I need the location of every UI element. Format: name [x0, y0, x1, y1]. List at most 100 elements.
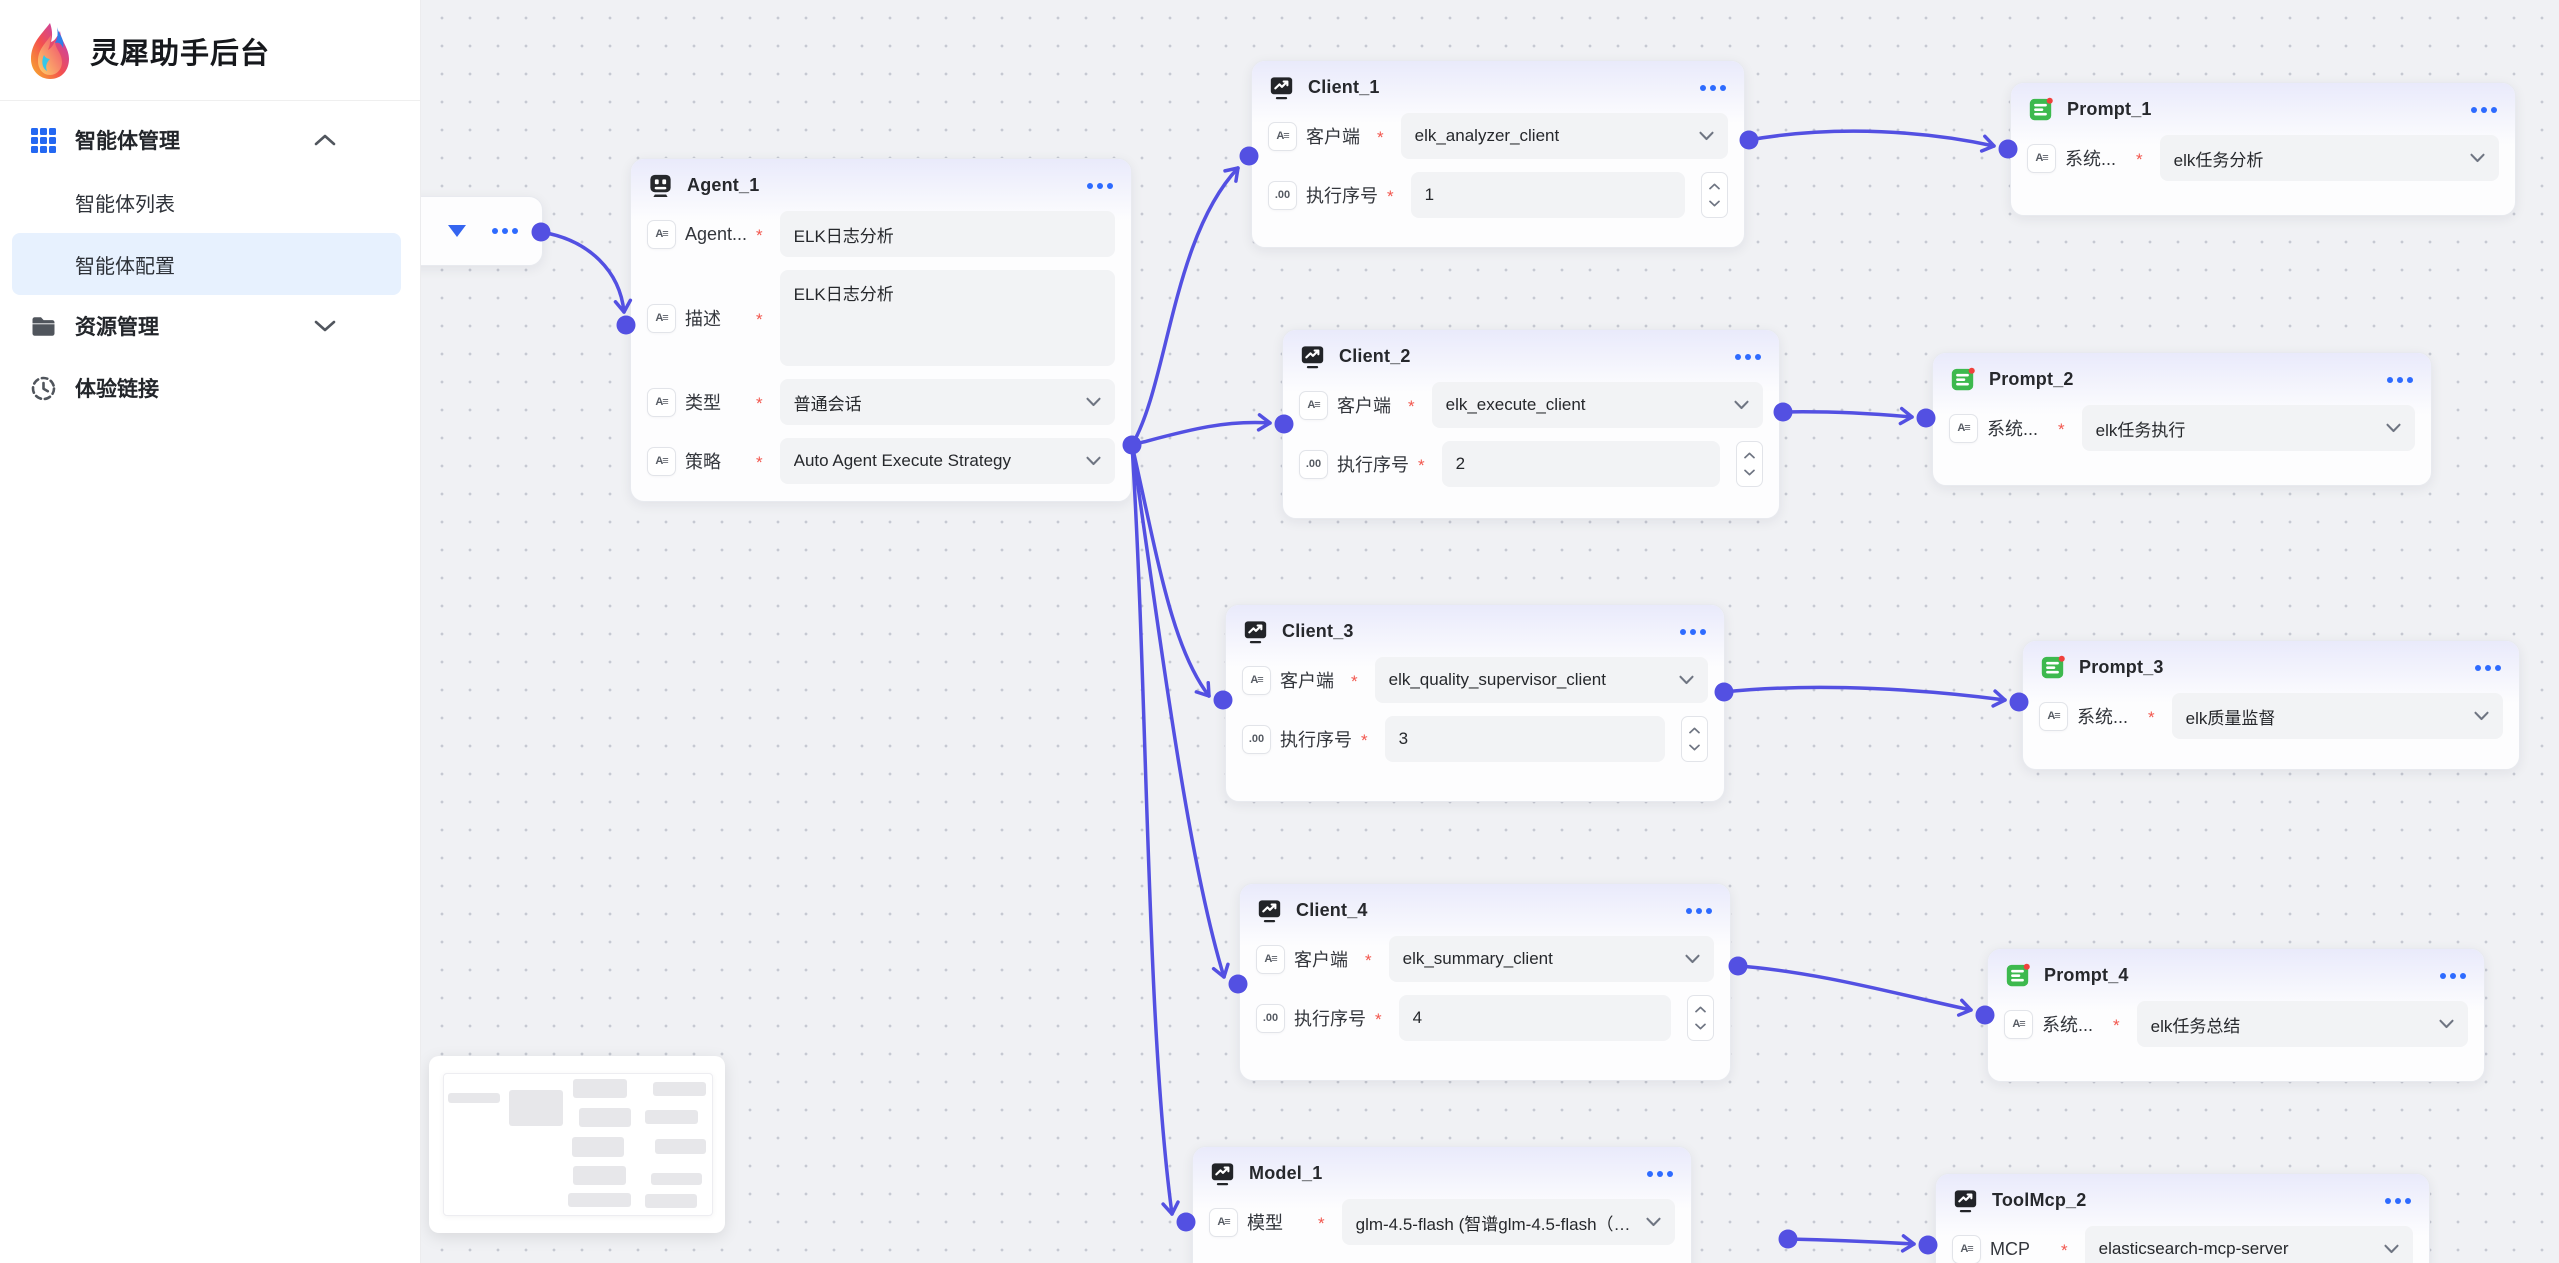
field-input[interactable]: ELK日志分析	[779, 211, 1115, 257]
field-select-[interactable]: 普通会话	[779, 379, 1115, 425]
field-number-input[interactable]: 2	[1441, 441, 1720, 487]
field-number-input[interactable]: 3	[1384, 716, 1665, 762]
number-stepper[interactable]	[1687, 995, 1714, 1041]
text-field-icon: A≡	[647, 446, 676, 476]
number-stepper[interactable]	[1681, 716, 1708, 762]
node-menu-button[interactable]	[1647, 1167, 1673, 1181]
field-label: 模型	[1247, 1213, 1283, 1233]
collapse-triangle-icon[interactable]	[448, 225, 466, 237]
field-select-[interactable]: elk_analyzer_client	[1400, 113, 1728, 159]
edge-model_1-toolmcp_2[interactable]	[1786, 1234, 1916, 1253]
edge-client_3-prompt_3[interactable]	[1722, 685, 2007, 708]
field-select-mcp[interactable]: elasticsearch-mcp-server	[2084, 1226, 2413, 1263]
field-textarea[interactable]: ELK日志分析	[779, 270, 1115, 366]
sidebar-item-resource-management[interactable]: 资源管理	[12, 295, 356, 357]
number-stepper[interactable]	[1701, 172, 1728, 218]
node-menu-button[interactable]	[1686, 904, 1712, 918]
node-menu-button[interactable]	[2385, 1194, 2411, 1208]
edge-client_2-prompt_2[interactable]	[1781, 406, 1914, 426]
node-menu-button[interactable]	[1700, 81, 1726, 95]
text-field-icon: A≡	[1952, 1234, 1981, 1263]
field-row-: A≡系统...*elk质量监督	[2039, 693, 2503, 739]
field-select-[interactable]: Auto Agent Execute Strategy	[779, 438, 1115, 484]
stepper-up-icon[interactable]	[1695, 1006, 1706, 1013]
field-select-[interactable]: elk_execute_client	[1431, 382, 1763, 428]
node-title: Prompt_1	[2067, 99, 2152, 119]
toolmcp-icon	[1952, 1187, 1979, 1214]
node-body: A≡系统...*elk质量监督	[2023, 690, 2519, 753]
node-menu-button[interactable]	[2440, 969, 2466, 983]
stepper-down-icon[interactable]	[1744, 469, 1755, 476]
minimap-node-10	[651, 1173, 702, 1185]
edge-start-agent_1[interactable]	[539, 230, 633, 314]
minimap-node-6	[568, 1193, 631, 1207]
field-select-[interactable]: elk_quality_supervisor_client	[1374, 657, 1708, 703]
required-asterisk: *	[2058, 419, 2065, 439]
field-select-[interactable]: glm-4.5-flash (智谱glm-4.5-flash（无限制））	[1341, 1199, 1675, 1245]
field-select-[interactable]: elk质量监督	[2171, 693, 2503, 739]
node-menu-button[interactable]	[2475, 661, 2501, 675]
stepper-down-icon[interactable]	[1695, 1023, 1706, 1030]
port-client_4-out[interactable]	[1728, 956, 1748, 976]
node-start[interactable]	[420, 196, 543, 266]
field-select-[interactable]: elk任务执行	[2081, 405, 2415, 451]
node-body: A≡系统...*elk任务执行	[1933, 402, 2431, 465]
field-row-: A≡系统...*elk任务总结	[2004, 1001, 2468, 1047]
edge-client_4-prompt_4[interactable]	[1736, 964, 1973, 1017]
stepper-up-icon[interactable]	[1744, 452, 1755, 459]
node-header: Client_4	[1240, 884, 1730, 933]
field-select-value: elasticsearch-mcp-server	[2098, 1239, 2289, 1258]
edge-agent_1-model_1[interactable]	[1130, 443, 1180, 1216]
stepper-down-icon[interactable]	[1709, 200, 1720, 207]
stepper-up-icon[interactable]	[1709, 183, 1720, 190]
edge-agent_1-client_1[interactable]	[1130, 166, 1240, 447]
stepper-up-icon[interactable]	[1689, 727, 1700, 734]
client-icon	[1256, 897, 1283, 924]
edge-agent_1-client_3[interactable]	[1130, 443, 1211, 698]
node-menu-button[interactable]	[492, 224, 518, 238]
node-menu-button[interactable]	[1087, 179, 1113, 193]
edge-client_1-prompt_1[interactable]	[1747, 129, 1996, 153]
required-asterisk: *	[1318, 1213, 1325, 1233]
sidebar-item-agent-list[interactable]: 智能体列表	[12, 171, 401, 233]
sidebar-item-agent-config[interactable]: 智能体配置	[12, 233, 401, 295]
field-number-input[interactable]: 4	[1398, 995, 1671, 1041]
required-asterisk: *	[756, 393, 763, 413]
chevron-down-icon	[1691, 131, 1714, 141]
number-stepper[interactable]	[1736, 441, 1763, 487]
node-header: Client_1	[1252, 61, 1744, 110]
node-menu-button[interactable]	[2471, 103, 2497, 117]
chevron-down-icon	[314, 319, 336, 333]
port-model_1-out[interactable]	[1778, 1229, 1798, 1249]
minimap[interactable]	[429, 1056, 725, 1233]
chevron-down-icon	[2431, 1019, 2454, 1029]
field-select-[interactable]: elk任务总结	[2136, 1001, 2468, 1047]
stepper-down-icon[interactable]	[1689, 744, 1700, 751]
field-select-[interactable]: elk任务分析	[2159, 135, 2499, 181]
field-number-value: 3	[1398, 729, 1409, 748]
sidebar-item-experience-links[interactable]: 体验链接	[12, 357, 356, 419]
edge-agent_1-client_4[interactable]	[1130, 443, 1230, 979]
field-number-input[interactable]: 1	[1410, 172, 1685, 218]
node-menu-button[interactable]	[1680, 625, 1706, 639]
field-select-[interactable]: elk_summary_client	[1388, 936, 1714, 982]
node-menu-button[interactable]	[1735, 350, 1761, 364]
node-menu-button[interactable]	[2387, 373, 2413, 387]
edge-agent_1-client_2[interactable]	[1130, 413, 1272, 447]
sidebar-item-agent-management[interactable]: 智能体管理	[12, 109, 356, 171]
